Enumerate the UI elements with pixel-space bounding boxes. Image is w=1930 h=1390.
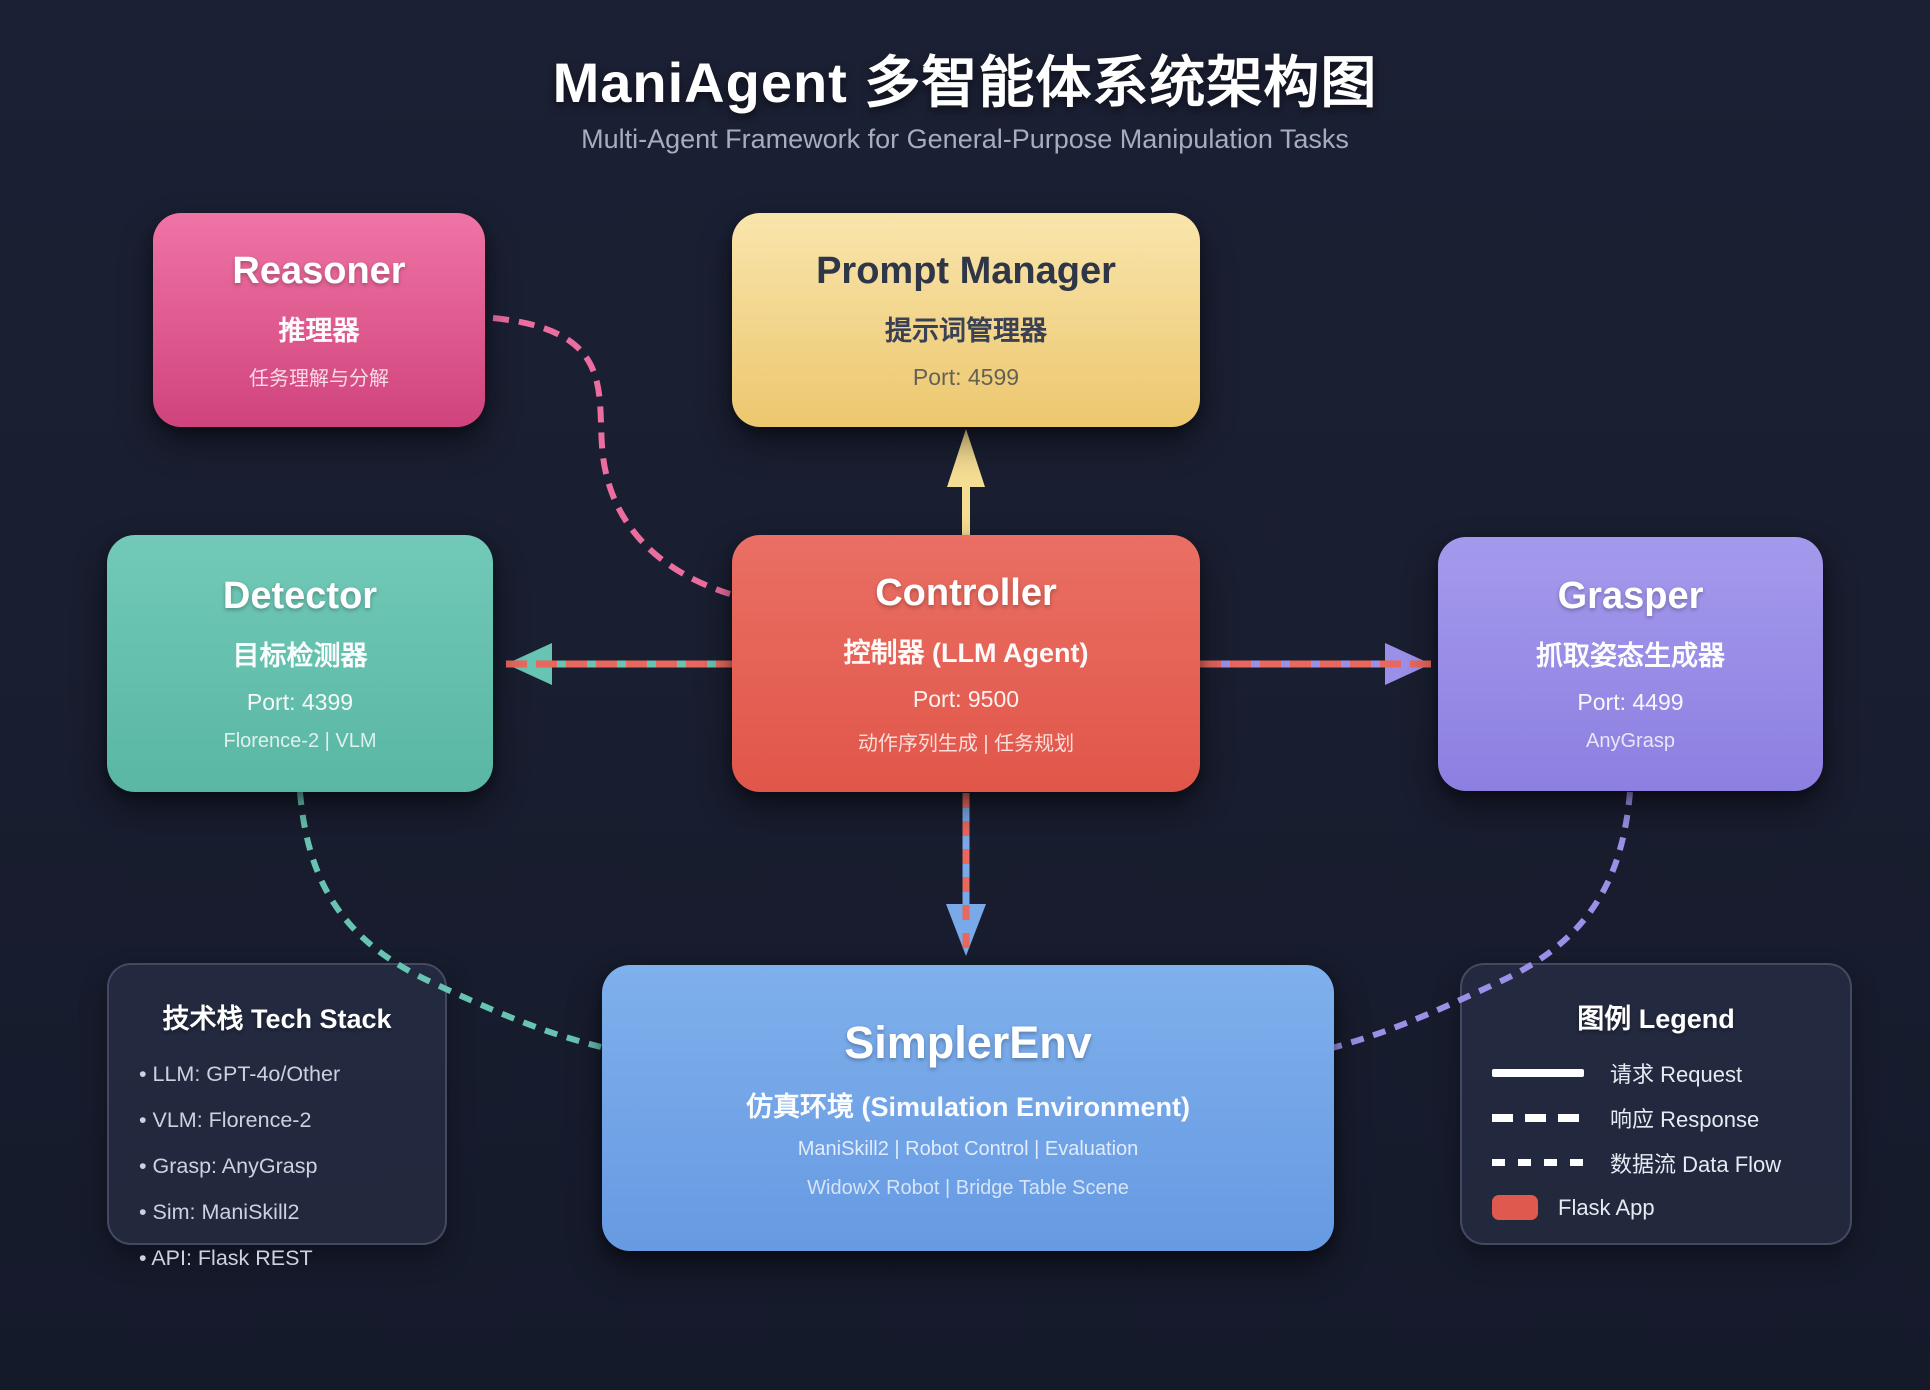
node-title: Controller [875, 571, 1057, 614]
controller-promptmanager-request-arrow [947, 429, 985, 545]
legend-label: Flask App [1558, 1194, 1655, 1220]
node-controller: Controller 控制器 (LLM Agent) Port: 9500 动作… [732, 535, 1200, 792]
legend-row-dataflow: 数据流 Data Flow [1492, 1150, 1850, 1177]
node-description: ManiSkill2 | Robot Control | Evaluation [797, 1137, 1139, 1160]
controller-detector-arrow [506, 643, 732, 685]
node-simpler-env: SimplerEnv 仿真环境 (Simulation Environment)… [602, 965, 1334, 1251]
legend-title: 图例 Legend [1577, 1004, 1735, 1034]
legend-panel: 图例 Legend 请求 Request 响应 Response 数据流 Dat… [1460, 963, 1852, 1245]
arrowhead-down-icon [946, 904, 986, 956]
page-title: ManiAgent 多智能体系统架构图 [552, 51, 1378, 114]
arrowhead-up-icon [947, 429, 985, 487]
node-description: Florence-2 | VLM [223, 729, 377, 752]
node-subtitle: 提示词管理器 [885, 315, 1047, 346]
reasoner-controller-response-curve [492, 315, 731, 597]
tech-stack-item: • API: Flask REST [139, 1246, 313, 1270]
flask-app-swatch-icon [1492, 1195, 1538, 1220]
controller-simplerenv-arrow [946, 793, 986, 956]
node-title: Detector [222, 574, 378, 617]
node-port: Port: 9500 [912, 685, 1020, 712]
tech-stack-list: • LLM: GPT-4o/Other • VLM: Florence-2 • … [139, 1062, 445, 1271]
legend-label: 响应 Response [1610, 1106, 1760, 1132]
legend-row-flask: Flask App [1492, 1195, 1850, 1220]
page-subtitle: Multi-Agent Framework for General-Purpos… [581, 124, 1349, 154]
node-port: Port: 4399 [246, 688, 354, 715]
node-subtitle: 推理器 [278, 315, 360, 346]
legend-row-request: 请求 Request [1492, 1060, 1850, 1087]
arrowhead-right-icon [1385, 643, 1431, 685]
tech-stack-title: 技术栈 Tech Stack [162, 1004, 392, 1034]
node-description: 任务理解与分解 [249, 367, 389, 390]
node-description2: WidowX Robot | Bridge Table Scene [807, 1176, 1129, 1199]
node-subtitle: 目标检测器 [232, 640, 368, 671]
legend-row-response: 响应 Response [1492, 1105, 1850, 1132]
node-title: SimplerEnv [844, 1016, 1092, 1068]
arrowhead-left-icon [506, 643, 552, 685]
node-reasoner: Reasoner 推理器 任务理解与分解 [153, 213, 485, 427]
solid-line-icon [1492, 1068, 1584, 1077]
node-subtitle: 仿真环境 (Simulation Environment) [745, 1091, 1190, 1122]
node-subtitle: 抓取姿态生成器 [1536, 641, 1725, 671]
node-title: Reasoner [232, 249, 406, 292]
node-title: Prompt Manager [816, 249, 1116, 292]
node-grasper: Grasper 抓取姿态生成器 Port: 4499 AnyGrasp [1438, 537, 1823, 791]
node-port: Port: 4499 [1577, 689, 1684, 715]
node-title: Grasper [1557, 575, 1704, 617]
legend-rows: 请求 Request 响应 Response 数据流 Data Flow Fla… [1492, 1060, 1850, 1220]
tech-stack-panel: 技术栈 Tech Stack • LLM: GPT-4o/Other • VLM… [107, 963, 447, 1270]
tech-stack-item: • VLM: Florence-2 [139, 1108, 312, 1132]
tech-stack-item: • LLM: GPT-4o/Other [139, 1062, 341, 1086]
dotted-line-icon [1492, 1159, 1584, 1166]
node-detector: Detector 目标检测器 Port: 4399 Florence-2 | V… [107, 535, 493, 792]
node-port: Port: 4599 [912, 363, 1020, 390]
node-description: 动作序列生成 | 任务规划 [857, 732, 1075, 755]
legend-label: 数据流 Data Flow [1610, 1151, 1782, 1177]
node-prompt-manager: Prompt Manager 提示词管理器 Port: 4599 [732, 213, 1200, 427]
legend-label: 请求 Request [1610, 1061, 1743, 1087]
node-description: AnyGrasp [1586, 730, 1675, 752]
node-subtitle: 控制器 (LLM Agent) [843, 637, 1089, 668]
tech-stack-item: • Sim: ManiSkill2 [139, 1200, 300, 1224]
controller-grasper-arrow [1200, 643, 1431, 685]
dashed-line-icon [1492, 1113, 1584, 1122]
tech-stack-item: • Grasp: AnyGrasp [139, 1154, 318, 1178]
